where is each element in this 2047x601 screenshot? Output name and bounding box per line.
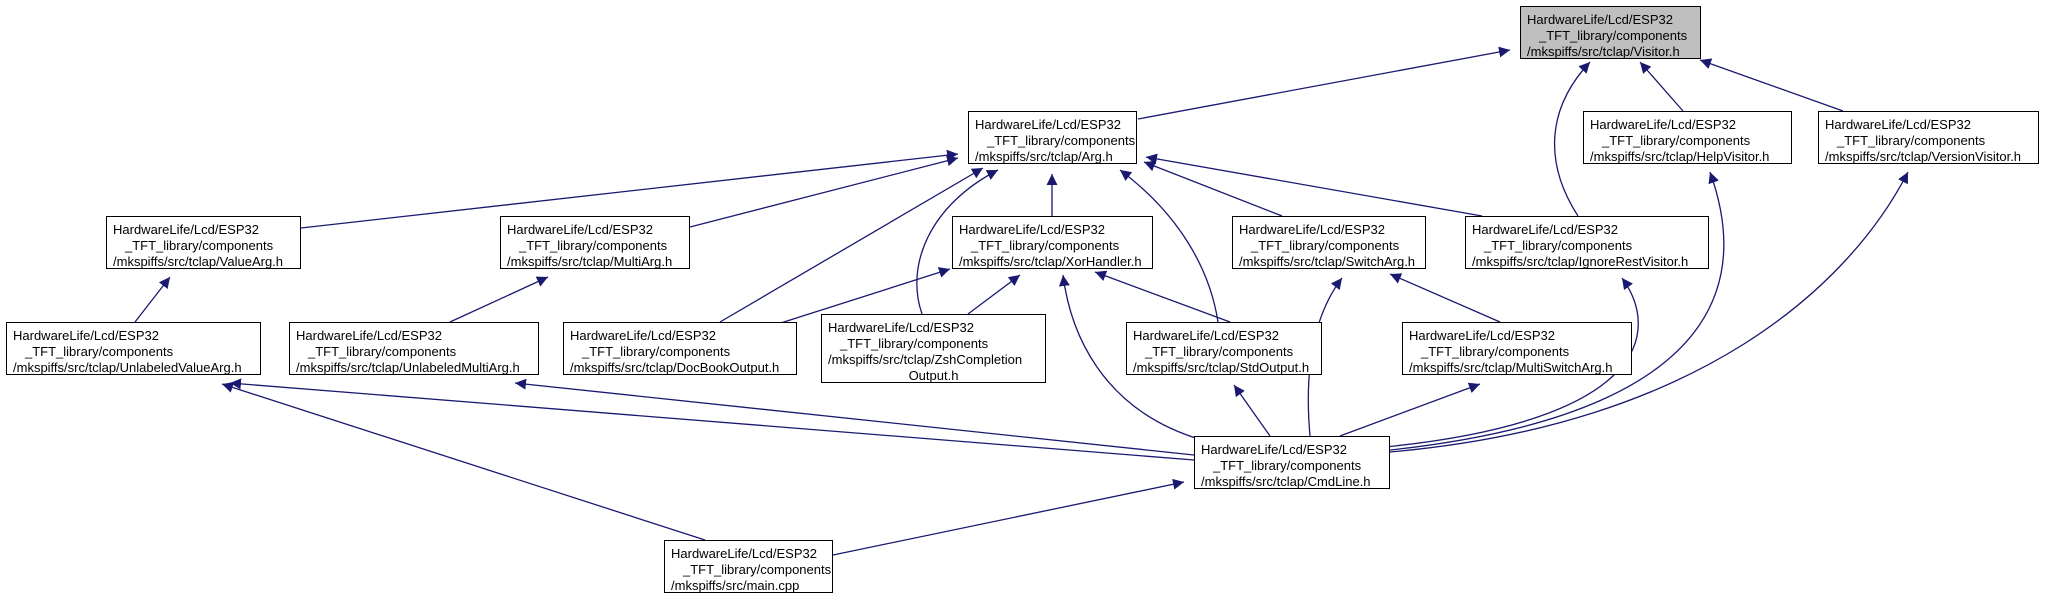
node-label-line2: _TFT_library/components xyxy=(971,238,1120,253)
node-label-line1: HardwareLife/Lcd/ESP32 xyxy=(113,222,259,237)
node-label-line1: HardwareLife/Lcd/ESP32 xyxy=(959,222,1105,237)
node-label-line3: /mkspiffs/src/tclap/UnlabeledMultiArg.h xyxy=(296,360,520,375)
node-label-line2: _TFT_library/components xyxy=(683,562,832,577)
node-helpvisitor-h[interactable]: HardwareLife/Lcd/ESP32 _TFT_library/comp… xyxy=(1583,111,1792,164)
node-label-line1: HardwareLife/Lcd/ESP32 xyxy=(975,117,1121,132)
node-versionvisitor-h[interactable]: HardwareLife/Lcd/ESP32 _TFT_library/comp… xyxy=(1818,111,2039,164)
node-label-line1: HardwareLife/Lcd/ESP32 xyxy=(1590,117,1736,132)
edge-helpvisitor-to-visitor xyxy=(1639,61,1684,112)
node-label-line2: _TFT_library/components xyxy=(25,344,174,359)
edge-unlabeledmultiarg-to-multiarg xyxy=(449,276,549,323)
edge-docbookoutput-to-xorhandler xyxy=(764,267,951,329)
node-stdoutput-h[interactable]: HardwareLife/Lcd/ESP32 _TFT_library/comp… xyxy=(1126,322,1322,375)
node-label-line3: /mkspiffs/src/tclap/MultiArg.h xyxy=(507,254,673,269)
node-label-line2: _TFT_library/components xyxy=(519,238,668,253)
node-label-line1: HardwareLife/Lcd/ESP32 xyxy=(13,328,159,343)
edge-cmdline-to-unlabeledvaluearg xyxy=(229,378,1195,461)
node-xorhandler-h[interactable]: HardwareLife/Lcd/ESP32 _TFT_library/comp… xyxy=(952,216,1153,269)
node-label-line1: HardwareLife/Lcd/ESP32 xyxy=(828,320,974,335)
node-label-line2: _TFT_library/components xyxy=(1837,133,1986,148)
node-label-line1: HardwareLife/Lcd/ESP32 xyxy=(1825,117,1971,132)
node-unlabeledmultiarg-h[interactable]: HardwareLife/Lcd/ESP32 _TFT_library/comp… xyxy=(289,322,539,375)
edge-cmdline-to-multiswitcharg xyxy=(1339,382,1481,437)
edge-multiarg-to-arg xyxy=(689,155,959,228)
node-label-line3: /mkspiffs/src/tclap/StdOutput.h xyxy=(1133,360,1310,375)
edge-multiswitcharg-to-switcharg xyxy=(1389,273,1501,323)
node-label-line3: /mkspiffs/src/tclap/Visitor.h xyxy=(1527,44,1680,59)
node-label-line4: Output.h xyxy=(908,368,959,383)
node-label-line3: /mkspiffs/src/tclap/ValueArg.h xyxy=(113,254,284,269)
node-label-line3: /mkspiffs/src/tclap/VersionVisitor.h xyxy=(1825,149,2022,164)
edge-cmdline-to-helpvisitor xyxy=(1389,171,1725,451)
node-label-line1: HardwareLife/Lcd/ESP32 xyxy=(507,222,653,237)
node-label-line3: /mkspiffs/src/tclap/HelpVisitor.h xyxy=(1590,149,1770,164)
node-label-line1: HardwareLife/Lcd/ESP32 xyxy=(1527,12,1673,27)
edge-zshcompletionoutput-to-arg xyxy=(916,169,999,315)
edge-unlabeledvaluearg-to-valuearg xyxy=(134,276,171,323)
node-label-line1: HardwareLife/Lcd/ESP32 xyxy=(1239,222,1385,237)
edge-cmdline-to-versionvisitor xyxy=(1389,171,1909,453)
node-label-line3: /mkspiffs/src/tclap/UnlabeledValueArg.h xyxy=(13,360,242,375)
node-label-line2: _TFT_library/components xyxy=(987,133,1136,148)
edge-switcharg-to-arg xyxy=(1143,160,1283,217)
node-label-line3: /mkspiffs/src/tclap/MultiSwitchArg.h xyxy=(1409,360,1613,375)
node-zshcompletionoutput-h[interactable]: HardwareLife/Lcd/ESP32 _TFT_library/comp… xyxy=(821,314,1046,383)
node-label-line2: _TFT_library/components xyxy=(308,344,457,359)
node-label-line3: /mkspiffs/src/tclap/DocBookOutput.h xyxy=(570,360,780,375)
node-label-line1: HardwareLife/Lcd/ESP32 xyxy=(1201,442,1347,457)
edge-valuearg-to-arg xyxy=(300,149,959,229)
edge-main-to-cmdline xyxy=(832,478,1185,556)
node-switcharg-h[interactable]: HardwareLife/Lcd/ESP32 _TFT_library/comp… xyxy=(1232,216,1426,269)
node-label-line3: /mkspiffs/src/tclap/SwitchArg.h xyxy=(1239,254,1416,269)
edge-docbookoutput-to-arg xyxy=(719,167,984,323)
node-label-line1: HardwareLife/Lcd/ESP32 xyxy=(570,328,716,343)
node-label-line2: _TFT_library/components xyxy=(1539,28,1688,43)
node-ignorerestvisitor-h[interactable]: HardwareLife/Lcd/ESP32 _TFT_library/comp… xyxy=(1465,216,1709,269)
node-label-line2: _TFT_library/components xyxy=(1145,344,1294,359)
node-label-line2: _TFT_library/components xyxy=(1602,133,1751,148)
node-label-line3: /mkspiffs/src/tclap/Arg.h xyxy=(975,149,1113,164)
node-arg-h[interactable]: HardwareLife/Lcd/ESP32 _TFT_library/comp… xyxy=(968,111,1137,164)
edge-stdoutput-to-xorhandler xyxy=(1094,270,1231,323)
edge-ignorerestvisitor-to-arg xyxy=(1145,153,1483,217)
edge-versionvisitor-to-visitor xyxy=(1699,58,1844,112)
node-label-line2: _TFT_library/components xyxy=(1213,458,1362,473)
node-label-line1: HardwareLife/Lcd/ESP32 xyxy=(296,328,442,343)
node-label-line3: /mkspiffs/src/tclap/ZshCompletion xyxy=(828,352,1023,367)
edge-ignorerestvisitor-to-visitor xyxy=(1554,61,1591,217)
node-label-line3: /mkspiffs/src/tclap/IgnoreRestVisitor.h xyxy=(1472,254,1689,269)
node-main-cpp[interactable]: HardwareLife/Lcd/ESP32 _TFT_library/comp… xyxy=(664,540,833,593)
node-docbookoutput-h[interactable]: HardwareLife/Lcd/ESP32 _TFT_library/comp… xyxy=(563,322,797,375)
edge-main-to-unlabeledvaluearg xyxy=(221,382,706,541)
node-label-line2: _TFT_library/components xyxy=(1251,238,1400,253)
node-label-line3: /mkspiffs/src/main.cpp xyxy=(671,578,800,593)
edge-cmdline-to-xorhandler xyxy=(1058,274,1203,441)
node-label-line1: HardwareLife/Lcd/ESP32 xyxy=(1133,328,1279,343)
edge-cmdline-to-stdoutput xyxy=(1233,384,1271,437)
node-visitor-h[interactable]: HardwareLife/Lcd/ESP32 _TFT_library/comp… xyxy=(1520,6,1701,59)
node-label-line3: /mkspiffs/src/tclap/XorHandler.h xyxy=(959,254,1142,269)
node-label-line2: _TFT_library/components xyxy=(125,238,274,253)
node-multiswitcharg-h[interactable]: HardwareLife/Lcd/ESP32 _TFT_library/comp… xyxy=(1402,322,1632,375)
node-unlabeledvaluearg-h[interactable]: HardwareLife/Lcd/ESP32 _TFT_library/comp… xyxy=(6,322,261,375)
edge-stdoutput-to-arg xyxy=(1119,169,1219,323)
node-valuearg-h[interactable]: HardwareLife/Lcd/ESP32 _TFT_library/comp… xyxy=(106,216,301,269)
edge-arg-to-visitor xyxy=(1137,46,1511,120)
node-label-line2: _TFT_library/components xyxy=(1484,238,1633,253)
edge-zshcompletionoutput-to-xorhandler xyxy=(967,274,1021,315)
node-label-line1: HardwareLife/Lcd/ESP32 xyxy=(671,546,817,561)
node-label-line2: _TFT_library/components xyxy=(582,344,731,359)
edge-cmdline-to-unlabeledmultiarg xyxy=(514,378,1195,456)
node-label-line1: HardwareLife/Lcd/ESP32 xyxy=(1409,328,1555,343)
node-label-line2: _TFT_library/components xyxy=(1421,344,1570,359)
node-label-line3: /mkspiffs/src/tclap/CmdLine.h xyxy=(1201,474,1371,489)
node-multiarg-h[interactable]: HardwareLife/Lcd/ESP32 _TFT_library/comp… xyxy=(500,216,690,269)
node-cmdline-h[interactable]: HardwareLife/Lcd/ESP32 _TFT_library/comp… xyxy=(1194,436,1390,489)
node-label-line1: HardwareLife/Lcd/ESP32 xyxy=(1472,222,1618,237)
node-label-line2: _TFT_library/components xyxy=(840,336,989,351)
